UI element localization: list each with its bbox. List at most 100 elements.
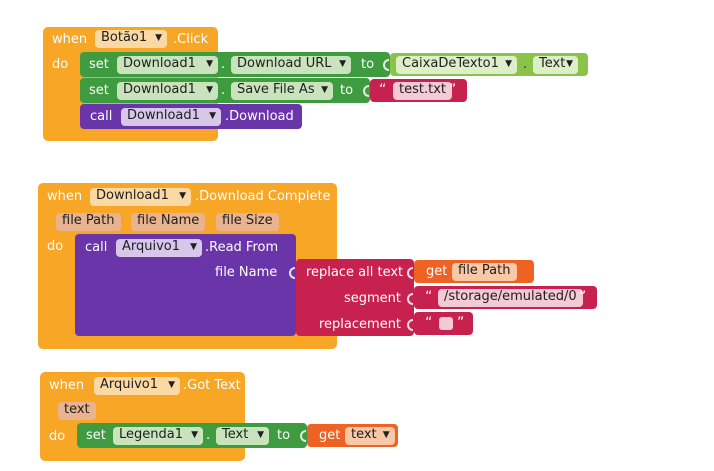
- quote-close: ”: [457, 315, 465, 331]
- component-label: CaixaDeTexto1: [402, 56, 499, 71]
- quote-open: “: [425, 289, 433, 305]
- component-label: Download1: [123, 82, 196, 97]
- quote-open: “: [425, 315, 433, 331]
- param-label: file Size: [222, 213, 273, 228]
- replace-all-text-block[interactable]: replace all text segment replacement: [296, 259, 414, 336]
- do-keyword: do: [47, 239, 64, 254]
- to-keyword: to: [277, 428, 291, 443]
- text-block-test-txt[interactable]: “ test.txt ”: [370, 79, 467, 102]
- dropdown-arrow-icon: ▼: [179, 191, 186, 201]
- component-label: Download1: [127, 108, 200, 123]
- component-dropdown-download1[interactable]: Download1 ▼: [90, 188, 191, 206]
- param-file-name[interactable]: file Name: [131, 213, 206, 231]
- socket-icon: [407, 267, 413, 279]
- property-dropdown-text[interactable]: Text ▼: [216, 427, 269, 445]
- dropdown-arrow-icon: ▼: [505, 59, 512, 69]
- dot-separator: .: [523, 57, 528, 72]
- property-dropdown-download-url[interactable]: Download URL ▼: [231, 56, 351, 74]
- get-file-path-block[interactable]: get file Path: [414, 260, 534, 283]
- variable-file-path[interactable]: file Path: [452, 263, 517, 281]
- component-dropdown-legenda1[interactable]: Legenda1 ▼: [113, 427, 203, 445]
- component-label: Botão1: [101, 30, 148, 45]
- socket-icon: [407, 293, 413, 305]
- property-label: Text: [222, 427, 249, 442]
- call-download-block[interactable]: call Download1 ▼ .Download: [80, 104, 302, 129]
- quote-close: ”: [449, 82, 457, 98]
- method-name: .Read From: [205, 240, 279, 255]
- dropdown-arrow-icon: ▼: [168, 380, 175, 390]
- set-keyword: set: [86, 428, 106, 443]
- property-label: Download URL: [237, 56, 332, 71]
- dropdown-arrow-icon: ▼: [257, 430, 264, 440]
- dropdown-arrow-icon: ▼: [382, 430, 390, 440]
- param-label: text: [64, 402, 90, 417]
- replace-all-text-label: replace all text: [306, 265, 404, 280]
- param-file-size[interactable]: file Size: [216, 213, 279, 231]
- component-dropdown-botao1[interactable]: Botão1 ▼: [95, 30, 167, 48]
- component-dropdown-caixadetexto1[interactable]: CaixaDeTexto1 ▼: [396, 56, 517, 74]
- text-value-label: test.txt: [399, 82, 446, 97]
- property-dropdown-save-file-as[interactable]: Save File As ▼: [231, 82, 333, 100]
- arg-label-file-name: file Name: [215, 265, 278, 280]
- property-dropdown-text[interactable]: Text ▼: [533, 56, 578, 74]
- param-file-path[interactable]: file Path: [56, 213, 121, 231]
- component-dropdown-arquivo1[interactable]: Arquivo1 ▼: [94, 377, 180, 395]
- dropdown-arrow-icon: ▼: [190, 242, 197, 252]
- dot-separator: .: [221, 57, 226, 72]
- get-keyword: get: [319, 428, 341, 443]
- variable-label: file Path: [458, 263, 511, 278]
- component-dropdown-arquivo1[interactable]: Arquivo1 ▼: [116, 239, 202, 257]
- dropdown-arrow-icon: ▼: [191, 430, 198, 440]
- dropdown-arrow-icon: ▼: [321, 85, 328, 95]
- socket-icon: [289, 267, 295, 279]
- event-name: .Got Text: [183, 378, 241, 393]
- component-label: Download1: [123, 56, 196, 71]
- text-value-storage-path[interactable]: /storage/emulated/0: [438, 289, 583, 307]
- do-keyword: do: [49, 429, 66, 444]
- set-legenda-text-block[interactable]: set Legenda1 ▼ . Text ▼ to: [77, 423, 307, 448]
- to-keyword: to: [361, 57, 375, 72]
- dropdown-arrow-icon: ▼: [209, 111, 216, 121]
- property-label: Text: [539, 56, 566, 71]
- set-download-url-block[interactable]: set Download1 ▼ . Download URL ▼ to: [80, 52, 390, 77]
- param-label: file Name: [137, 213, 200, 228]
- dropdown-arrow-icon: ▼: [155, 33, 162, 43]
- when-keyword: when: [49, 378, 85, 393]
- text-value-test-txt[interactable]: test.txt: [393, 82, 452, 100]
- param-label: file Path: [62, 213, 115, 228]
- component-dropdown-download1[interactable]: Download1 ▼: [117, 82, 218, 100]
- replacement-label: replacement: [319, 317, 402, 332]
- component-dropdown-download1[interactable]: Download1 ▼: [121, 108, 221, 126]
- text-value-label: /storage/emulated/0: [444, 289, 577, 304]
- set-keyword: set: [89, 57, 109, 72]
- quote-close: ”: [579, 289, 587, 305]
- call-keyword: call: [85, 240, 108, 255]
- when-keyword: when: [47, 189, 83, 204]
- dot-separator: .: [206, 428, 211, 443]
- empty-text-field[interactable]: [439, 317, 453, 330]
- call-keyword: call: [90, 109, 113, 124]
- component-label: Download1: [96, 188, 169, 203]
- set-save-file-as-block[interactable]: set Download1 ▼ . Save File As ▼ to: [80, 78, 370, 103]
- event-block-got-text[interactable]: when Arquivo1 ▼ .Got Text text do: [40, 372, 245, 461]
- dropdown-arrow-icon: ▼: [206, 59, 213, 69]
- param-text[interactable]: text: [58, 402, 96, 420]
- component-dropdown-download1[interactable]: Download1 ▼: [117, 56, 218, 74]
- text-block-storage-path[interactable]: “ /storage/emulated/0 ”: [414, 286, 597, 309]
- do-keyword: do: [52, 57, 69, 72]
- to-keyword: to: [340, 83, 354, 98]
- get-keyword: get: [426, 264, 448, 279]
- quote-open: “: [379, 82, 387, 98]
- dropdown-arrow-icon: ▼: [206, 85, 213, 95]
- socket-icon: [300, 430, 306, 442]
- call-read-from-block[interactable]: call Arquivo1 ▼ .Read From file Name: [75, 234, 296, 336]
- dropdown-arrow-icon: ▼: [339, 59, 346, 69]
- get-text-block[interactable]: get text ▼: [307, 424, 398, 447]
- event-name: .Click: [173, 32, 209, 47]
- property-label: Save File As: [237, 82, 315, 97]
- text-block-empty[interactable]: “ ”: [414, 312, 473, 335]
- component-getter-caixadetexto1-text[interactable]: CaixaDeTexto1 ▼ . Text ▼: [390, 53, 588, 76]
- component-label: Arquivo1: [122, 239, 181, 254]
- component-label: Arquivo1: [100, 377, 159, 392]
- variable-text[interactable]: text ▼: [345, 427, 395, 445]
